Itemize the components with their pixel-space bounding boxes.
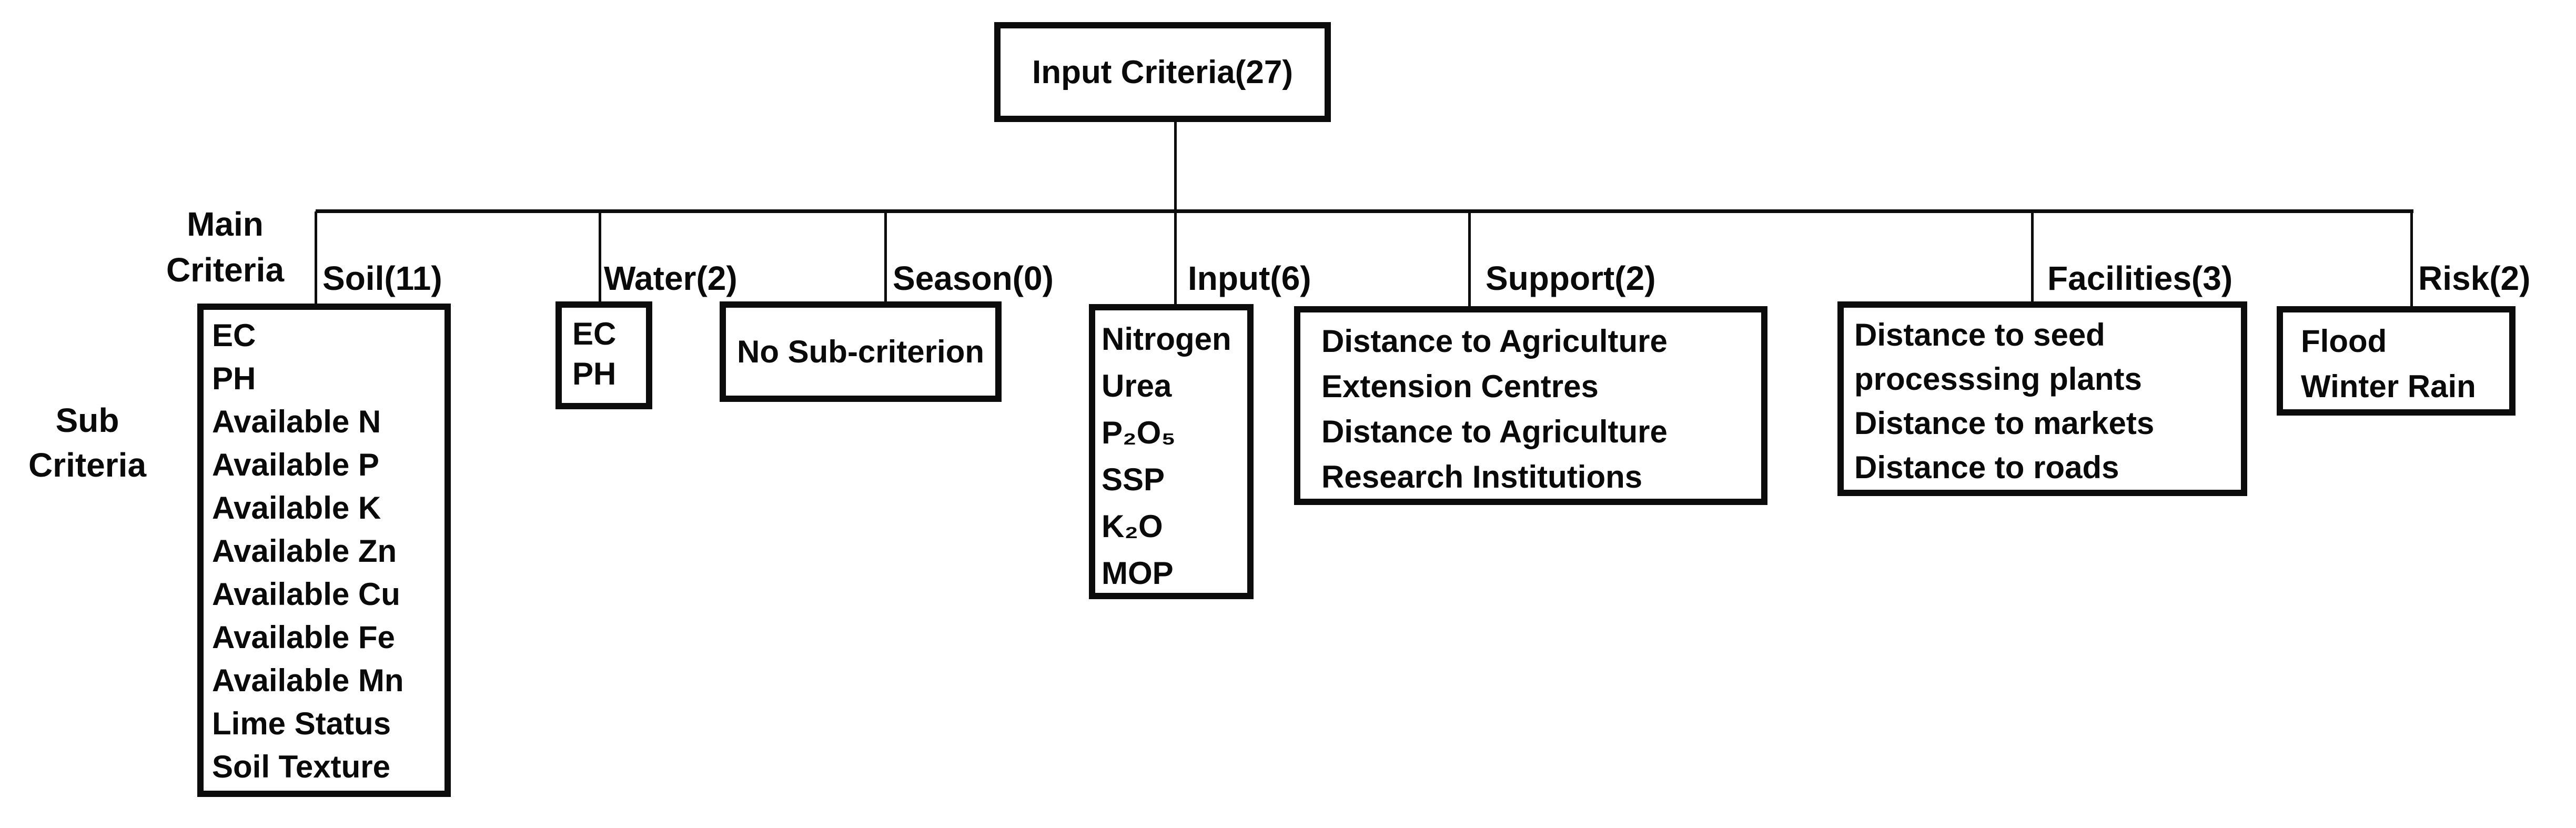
list-item: P₂O₅ — [1102, 415, 1176, 450]
list-item: Distance to roads — [1854, 450, 2119, 485]
branch-label-water: Water(2) — [604, 259, 738, 297]
main-criteria-row-label-line1: Main — [187, 205, 264, 243]
list-item: Distance to Agriculture — [1321, 324, 1668, 359]
list-item: Flood — [2301, 324, 2387, 359]
branch-drop-line-facilities — [2031, 211, 2034, 302]
branch-label-risk: Risk(2) — [2418, 259, 2531, 297]
branch-drop-line-soil — [315, 211, 317, 304]
root-label: Input Criteria(27) — [1032, 54, 1294, 90]
list-item: Available K — [212, 490, 381, 526]
horizontal-connector-line — [316, 209, 2413, 213]
list-item: Available Fe — [212, 620, 395, 655]
list-item: K₂O — [1102, 509, 1163, 544]
list-item: Available Zn — [212, 533, 397, 569]
list-item: processsing plants — [1854, 361, 2142, 397]
list-item: EC — [572, 316, 617, 351]
list-item: Available N — [212, 404, 381, 439]
list-item: Urea — [1102, 368, 1172, 403]
sub-criteria-row-label: Sub Criteria — [8, 398, 166, 488]
list-item: No Sub-criterion — [736, 334, 984, 369]
list-item: Extension Centres — [1321, 369, 1599, 404]
list-item: Distance to seed — [1854, 317, 2105, 352]
list-item: Lime Status — [212, 706, 391, 741]
list-item: Research Institutions — [1321, 459, 1643, 494]
branch-drop-line-support — [1468, 211, 1471, 307]
list-item: Soil Texture — [212, 749, 390, 784]
main-criteria-row-label: Main Criteria — [136, 201, 315, 293]
branch-label-facilities: Facilities(3) — [2047, 259, 2233, 297]
trunk-connector-line — [1174, 121, 1177, 211]
branch-label-soil: Soil(11) — [322, 259, 442, 297]
list-item: PH — [212, 361, 256, 396]
subcriteria-box-facilities: Distance to seed processsing plants Dist… — [1837, 301, 2247, 496]
list-item: EC — [212, 318, 256, 353]
list-item: Distance to markets — [1854, 406, 2155, 441]
sub-criteria-row-label-line2: Criteria — [28, 446, 147, 484]
list-item: MOP — [1102, 556, 1174, 591]
sub-criteria-row-label-line1: Sub — [55, 401, 119, 439]
list-item: Nitrogen — [1102, 321, 1231, 357]
subcriteria-box-support: Distance to Agriculture Extension Centre… — [1294, 306, 1767, 505]
list-item: Available P — [212, 447, 379, 482]
list-item: Available Cu — [212, 577, 400, 612]
branch-drop-line-season — [884, 211, 887, 302]
branch-label-support: Support(2) — [1486, 259, 1656, 297]
subcriteria-box-season: No Sub-criterion — [720, 301, 1002, 402]
main-criteria-row-label-line2: Criteria — [166, 251, 285, 289]
subcriteria-box-input: Nitrogen Urea P₂O₅ SSP K₂O MOP — [1089, 304, 1254, 599]
branch-drop-line-input — [1174, 211, 1177, 305]
branch-drop-line-risk — [2410, 211, 2413, 307]
subcriteria-box-water: EC PH — [555, 301, 652, 409]
list-item: Available Mn — [212, 663, 404, 698]
list-item: SSP — [1102, 462, 1165, 497]
branch-drop-line-water — [599, 211, 601, 302]
list-item: PH — [572, 356, 617, 391]
list-item: Winter Rain — [2301, 369, 2476, 404]
subcriteria-box-soil: EC PH Available N Available P Available … — [197, 304, 451, 797]
root-box: Input Criteria(27) — [994, 22, 1331, 122]
subcriteria-box-risk: Flood Winter Rain — [2277, 306, 2516, 416]
branch-label-season: Season(0) — [893, 259, 1054, 297]
branch-label-input: Input(6) — [1188, 259, 1311, 297]
list-item: Distance to Agriculture — [1321, 414, 1668, 449]
